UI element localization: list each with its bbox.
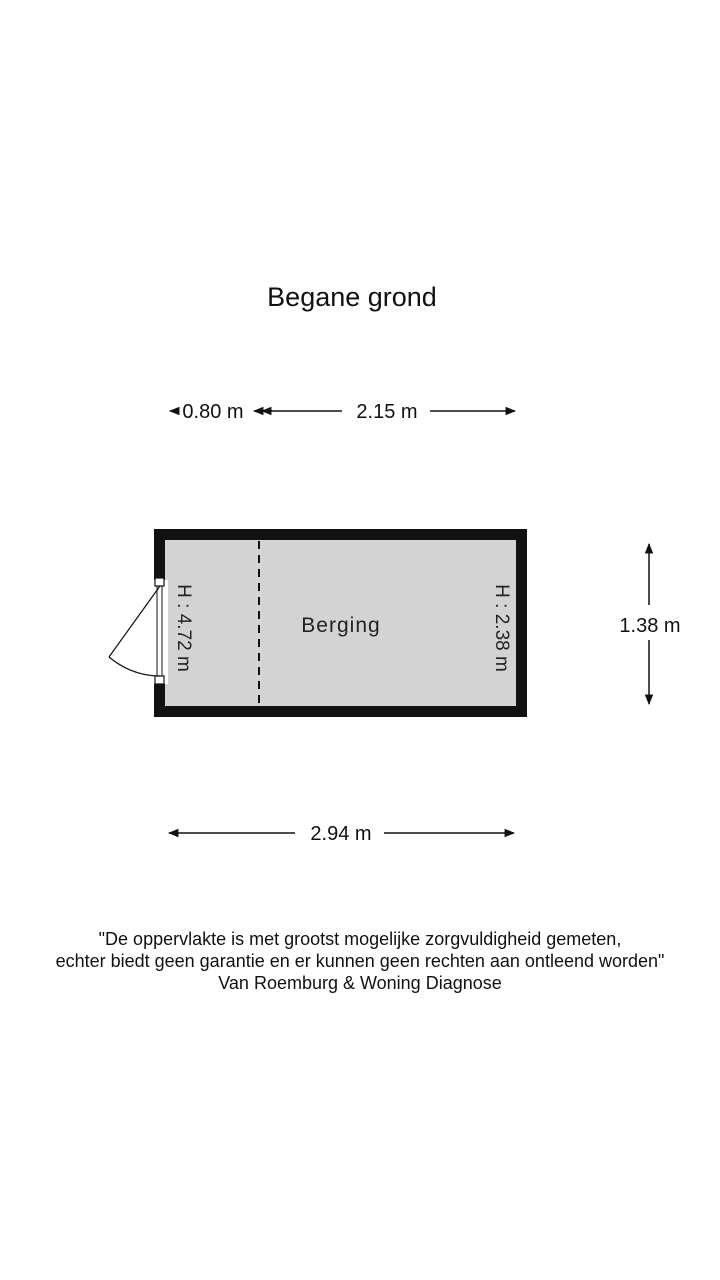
room-label: Berging — [301, 614, 380, 637]
door-jamb-bottom — [154, 675, 165, 685]
disclaimer-line-3: Van Roemburg & Woning Diagnose — [218, 973, 502, 993]
dimension-top-left: 0.80 m — [168, 401, 272, 423]
dimension-bottom: 2.94 m — [167, 823, 516, 845]
height-label-left: H : 4.72 m — [173, 584, 194, 672]
disclaimer-line-2: echter biedt geen garantie en er kunnen … — [55, 951, 665, 971]
dimension-right: 1.38 m — [619, 542, 681, 706]
height-label-right: H : 2.38 m — [491, 584, 512, 672]
door-jamb-top — [154, 577, 165, 587]
disclaimer: "De oppervlakte is met grootst mogelijke… — [0, 928, 720, 994]
door-opening — [152, 580, 168, 684]
dimension-label-right: 1.38 m — [619, 615, 680, 637]
room-floor — [160, 535, 521, 711]
dimension-top-right: 2.15 m — [260, 401, 517, 423]
door-leaf — [108, 585, 161, 658]
disclaimer-line-1: "De oppervlakte is met grootst mogelijke… — [98, 929, 622, 949]
floor-title: Begane grond — [267, 282, 437, 312]
dimension-label-top-left: 0.80 m — [182, 401, 243, 423]
dimension-label-bottom: 2.94 m — [310, 823, 371, 845]
door-swing-arc — [108, 656, 161, 677]
dimension-label-top-right: 2.15 m — [356, 401, 417, 423]
